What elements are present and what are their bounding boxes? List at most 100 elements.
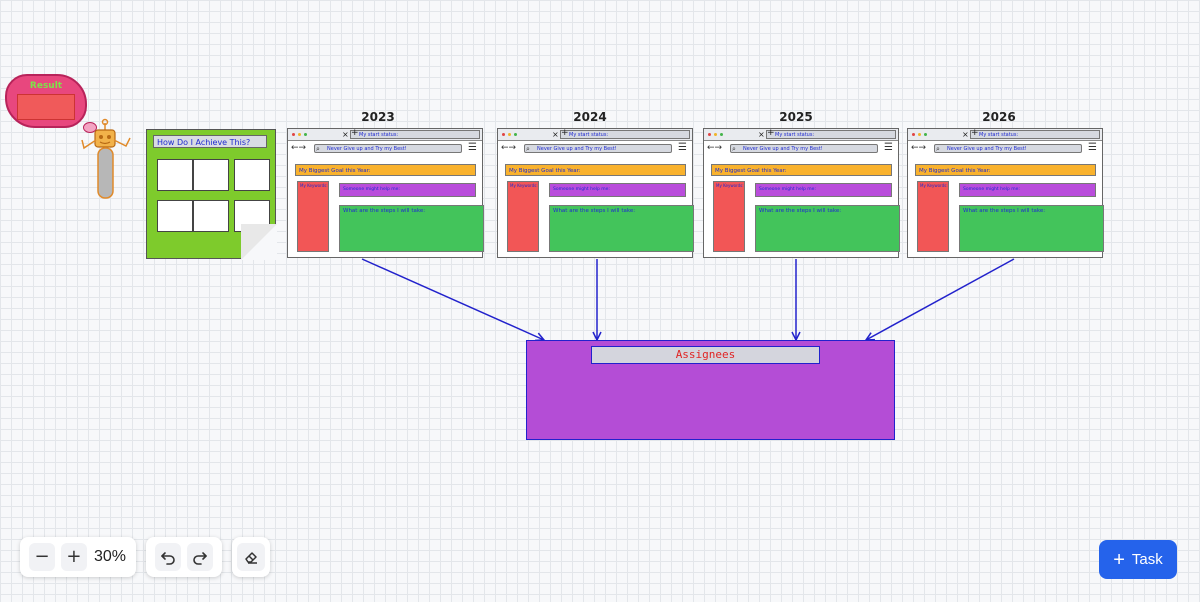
window-minimize-dot xyxy=(298,133,301,136)
year-label-2023: 2023 xyxy=(361,110,395,124)
browser-frame-2024[interactable]: × My start status: + ←→ Never Give up an… xyxy=(497,128,694,258)
browser-frame-2023[interactable]: × My start status: + ←→ Never Give up an… xyxy=(287,128,484,258)
plus-icon: + xyxy=(971,128,979,138)
back-forward-icon: ←→ xyxy=(291,143,307,153)
menu-icon: ☰ xyxy=(678,142,687,153)
menu-icon: ☰ xyxy=(884,142,893,153)
window-minimize-dot xyxy=(918,133,921,136)
back-forward-icon: ←→ xyxy=(707,143,723,153)
sticky-note-cell xyxy=(234,159,270,191)
keywords-box: My Keywords: xyxy=(297,181,329,252)
steps-box: What are the steps I will take: xyxy=(549,205,694,252)
tab-title: My start status: xyxy=(350,130,480,139)
window-minimize-dot xyxy=(714,133,717,136)
menu-icon: ☰ xyxy=(1088,142,1097,153)
sticky-note-cell xyxy=(193,200,229,232)
zoom-level[interactable]: 30% xyxy=(93,548,126,565)
window-maximize-dot xyxy=(514,133,517,136)
steps-box: What are the steps I will take: xyxy=(339,205,484,252)
thought-dot xyxy=(83,122,97,133)
undo-icon xyxy=(161,552,175,565)
tab-title: My start status: xyxy=(970,130,1100,139)
address-bar: Never Give up and Try my Best! xyxy=(524,144,672,153)
result-cloud[interactable]: Result xyxy=(5,74,87,128)
minus-icon: − xyxy=(34,546,50,567)
address-bar: Never Give up and Try my Best! xyxy=(934,144,1082,153)
eraser-toolbar xyxy=(232,537,270,577)
keywords-box: My Keywords: xyxy=(507,181,539,252)
keywords-box: My Keywords: xyxy=(917,181,949,252)
goal-bar: My Biggest Goal this Year: xyxy=(295,164,476,176)
result-box xyxy=(17,94,75,120)
zoom-out-button[interactable]: − xyxy=(29,543,55,571)
helper-bar: Someone might help me: xyxy=(339,183,476,197)
undo-button[interactable] xyxy=(155,543,181,571)
close-icon: × xyxy=(962,130,969,139)
plus-icon: + xyxy=(351,128,359,138)
helper-bar: Someone might help me: xyxy=(549,183,686,197)
year-label-2024: 2024 xyxy=(573,110,607,124)
keywords-box: My Keywords: xyxy=(713,181,745,252)
zoom-toolbar: − + 30% xyxy=(20,537,136,577)
task-button-label: Task xyxy=(1131,551,1163,568)
search-icon: ⌕ xyxy=(526,145,530,153)
close-icon: × xyxy=(758,130,765,139)
assignees-label: Assignees xyxy=(591,346,820,364)
window-close-dot xyxy=(912,133,915,136)
sticky-note-title: How Do I Achieve This? xyxy=(153,135,267,148)
address-bar: Never Give up and Try my Best! xyxy=(730,144,878,153)
year-label-2026: 2026 xyxy=(982,110,1016,124)
close-icon: × xyxy=(342,130,349,139)
goal-bar: My Biggest Goal this Year: xyxy=(915,164,1096,176)
tab-bar: × My start status: + xyxy=(498,128,692,141)
search-icon: ⌕ xyxy=(316,145,320,153)
helper-bar: Someone might help me: xyxy=(755,183,892,197)
tab-bar: × My start status: + xyxy=(908,128,1102,141)
sticky-note-fold xyxy=(241,224,277,260)
menu-icon: ☰ xyxy=(468,142,477,153)
search-icon: ⌕ xyxy=(732,145,736,153)
goal-bar: My Biggest Goal this Year: xyxy=(505,164,686,176)
arrow-2026 xyxy=(866,258,1015,340)
history-toolbar xyxy=(146,537,222,577)
robot-icon[interactable] xyxy=(78,118,138,202)
zoom-in-button[interactable]: + xyxy=(60,543,87,571)
plus-icon: + xyxy=(561,128,569,138)
result-title: Result xyxy=(29,81,63,91)
plus-icon: + xyxy=(767,128,775,138)
eraser-icon xyxy=(245,552,257,564)
plus-icon: + xyxy=(66,546,82,567)
tab-bar: × My start status: + xyxy=(704,128,898,141)
sticky-note-cell xyxy=(193,159,229,191)
year-label-2025: 2025 xyxy=(779,110,813,124)
sticky-note-cell xyxy=(157,200,193,232)
window-close-dot xyxy=(502,133,505,136)
search-icon: ⌕ xyxy=(936,145,940,153)
close-icon: × xyxy=(552,130,559,139)
redo-button[interactable] xyxy=(187,543,213,571)
address-bar: Never Give up and Try my Best! xyxy=(314,144,462,153)
window-close-dot xyxy=(292,133,295,136)
arrow-2023 xyxy=(361,258,544,340)
helper-bar: Someone might help me: xyxy=(959,183,1096,197)
back-forward-icon: ←→ xyxy=(911,143,927,153)
assignees-box[interactable]: Assignees xyxy=(526,340,895,440)
window-maximize-dot xyxy=(720,133,723,136)
window-minimize-dot xyxy=(508,133,511,136)
window-close-dot xyxy=(708,133,711,136)
redo-icon xyxy=(193,552,207,565)
tab-bar: × My start status: + xyxy=(288,128,482,141)
steps-box: What are the steps I will take: xyxy=(755,205,900,252)
browser-frame-2025[interactable]: × My start status: + ←→ Never Give up an… xyxy=(703,128,900,258)
add-task-button[interactable]: + Task xyxy=(1099,540,1177,579)
eraser-button[interactable] xyxy=(237,543,265,571)
window-maximize-dot xyxy=(924,133,927,136)
goal-bar: My Biggest Goal this Year: xyxy=(711,164,892,176)
plus-icon: + xyxy=(1113,548,1125,571)
window-maximize-dot xyxy=(304,133,307,136)
sticky-note-cell xyxy=(157,159,193,191)
browser-frame-2026[interactable]: × My start status: + ←→ Never Give up an… xyxy=(907,128,1104,258)
sticky-note[interactable]: How Do I Achieve This? xyxy=(146,129,277,260)
